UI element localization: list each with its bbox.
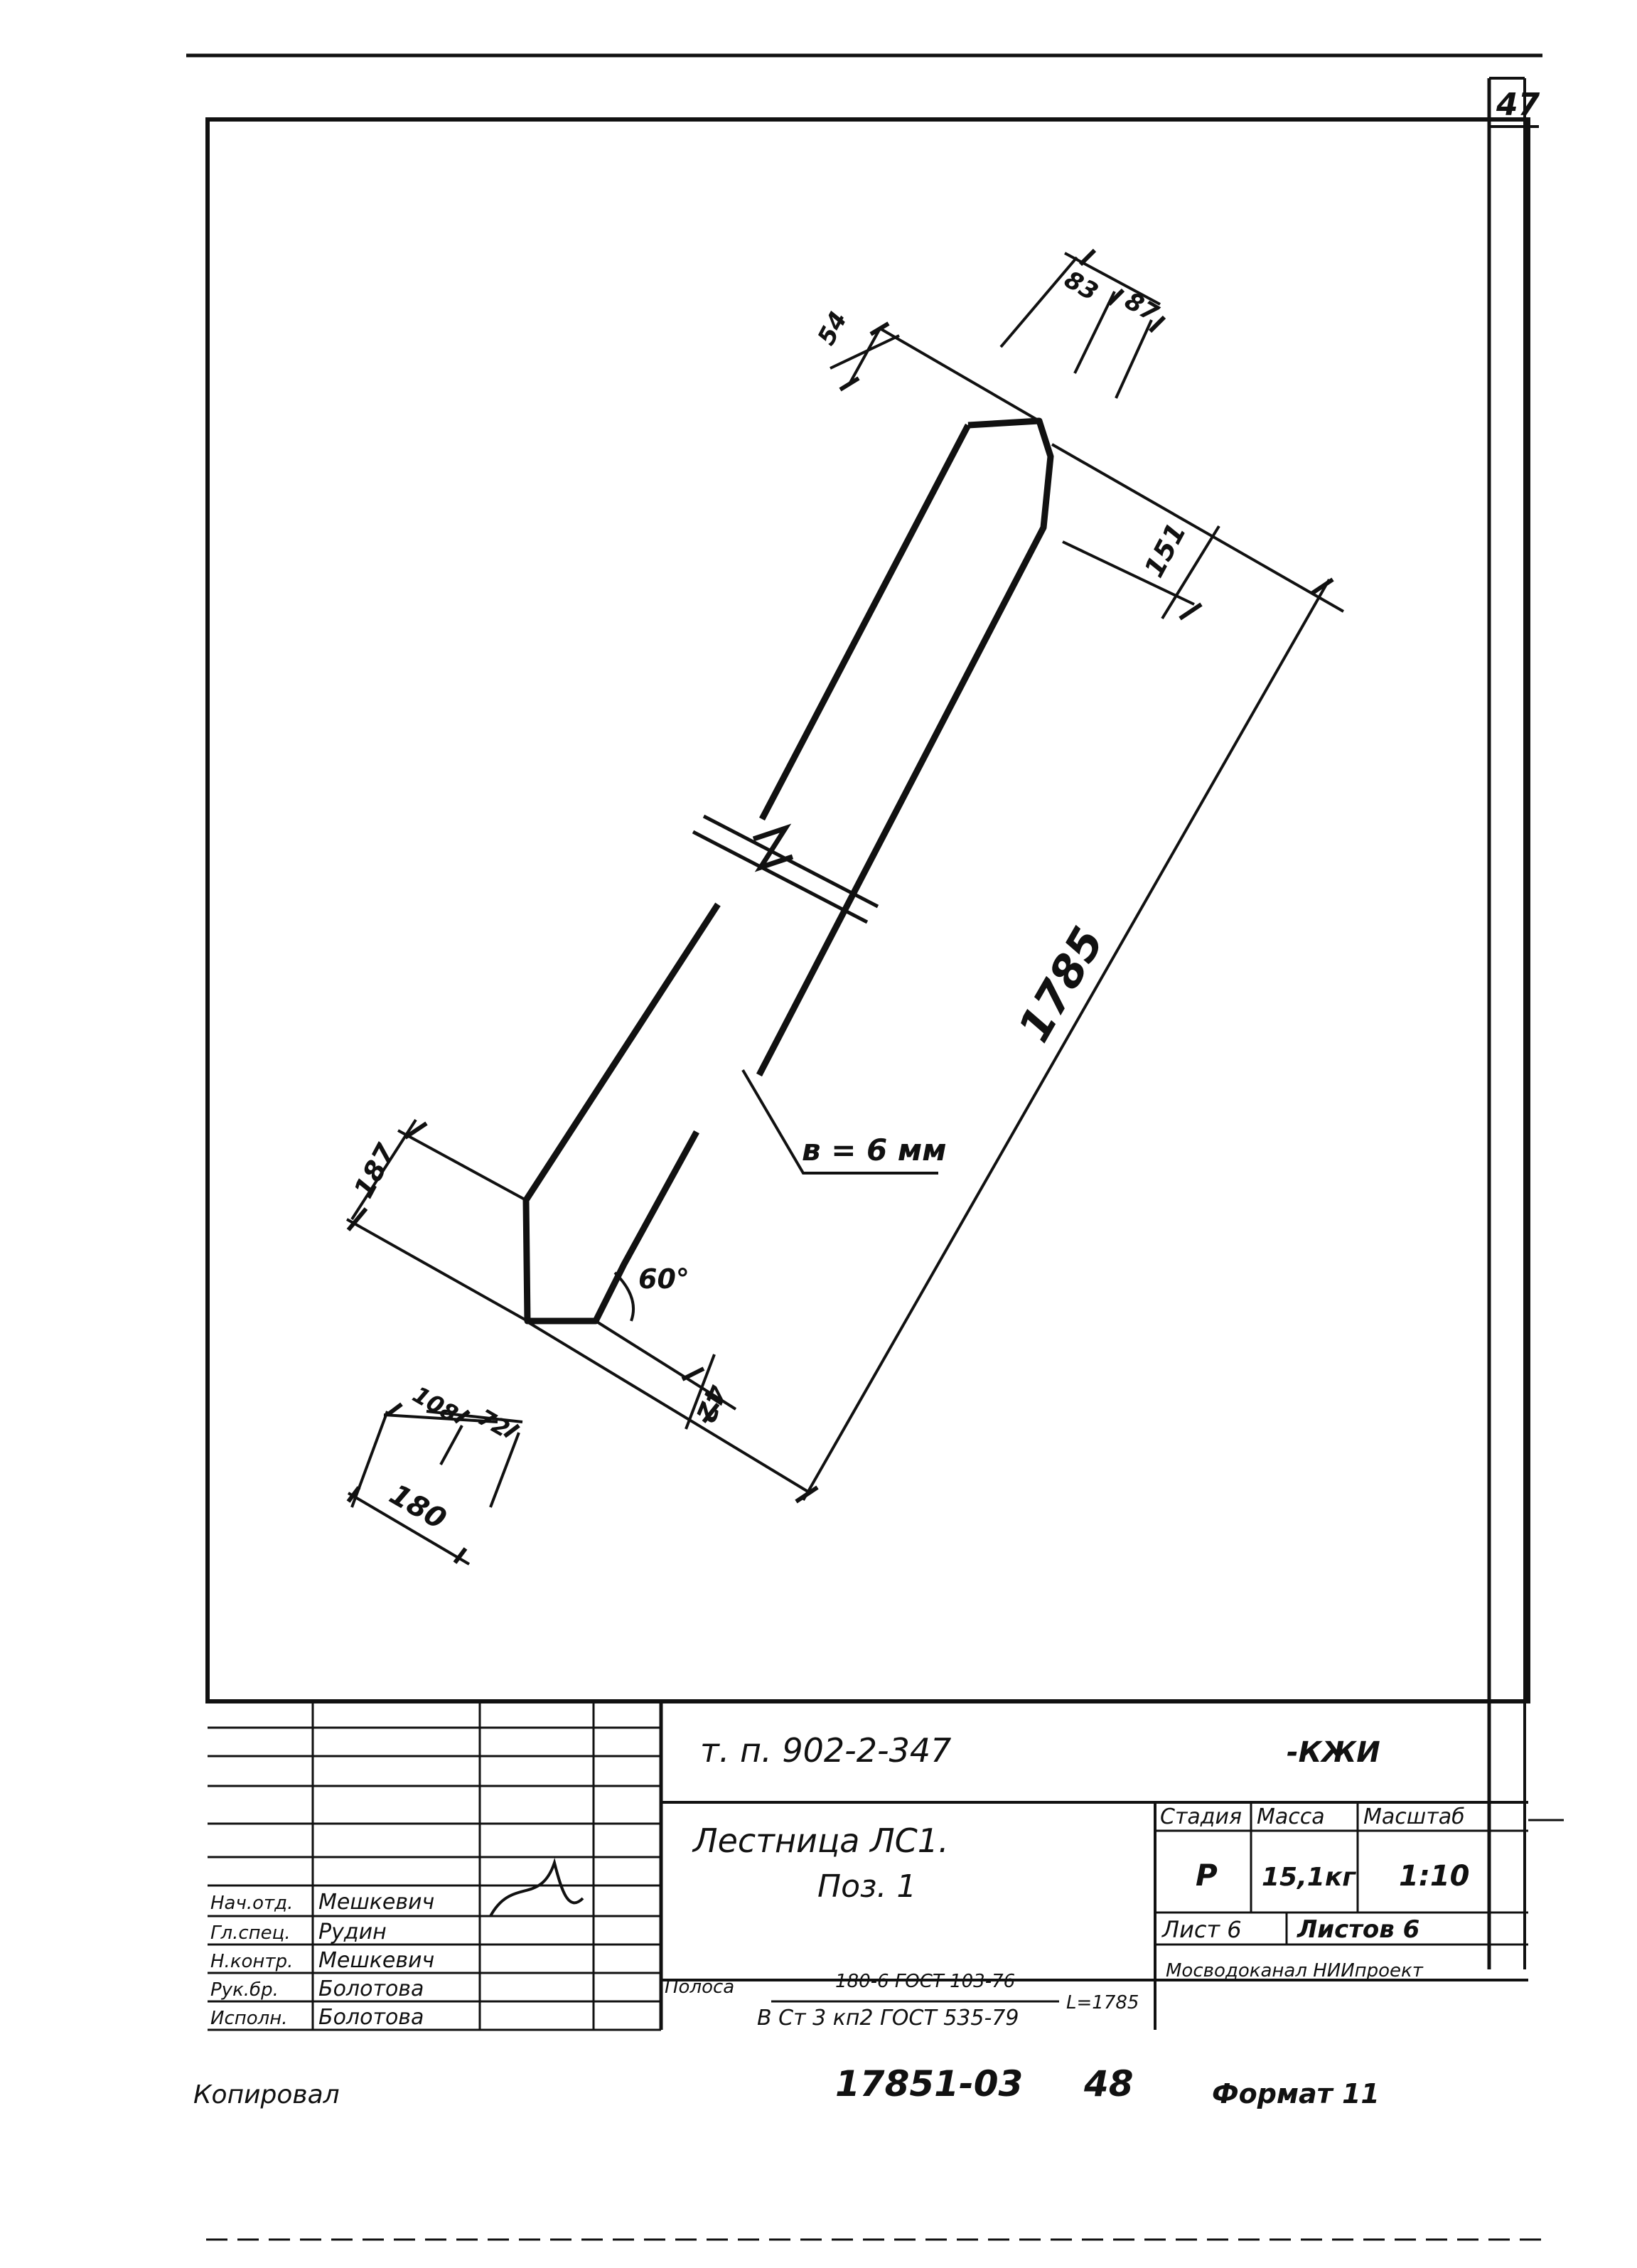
sheets-label: Листов 6	[1297, 1915, 1419, 1944]
dim-151: 151	[1138, 518, 1192, 583]
angle-60: 60°	[638, 1263, 689, 1295]
ladder-part-outline	[522, 417, 1054, 1325]
sheet-number: 47	[1496, 87, 1540, 123]
staff-role: Нач.отд.	[210, 1893, 293, 1914]
staff-role: Рук.бр.	[210, 1979, 279, 2001]
footer: Копировал 17851-03 48 Формат 11	[193, 2063, 1380, 2109]
material-prefix: Полоса	[665, 1977, 734, 1998]
dimension-labels: 54 83 87 151 1785 187 42 108 72 180 60° …	[348, 265, 1192, 1536]
copied-label: Копировал	[193, 2080, 340, 2109]
mass-value: 15,1кг	[1262, 1863, 1356, 1892]
part-name: Лестница ЛС1.	[692, 1822, 949, 1860]
scale-value: 1:10	[1399, 1860, 1470, 1893]
organization: Мосводоканал НИИпроект	[1166, 1960, 1424, 1981]
material-spec-bottom: В Ст 3 кп2 ГОСТ 535-79	[757, 2006, 1019, 2031]
mass-header: Масса	[1257, 1804, 1325, 1829]
position-number: Поз. 1	[817, 1868, 916, 1905]
title-block-grid	[208, 1699, 1528, 2031]
dim-72: 72	[473, 1403, 515, 1443]
dimension-lines	[346, 252, 1344, 1566]
document-number: 17851-03	[835, 2063, 1023, 2104]
dimension-ticks	[346, 248, 1334, 1564]
dim-54: 54	[812, 307, 854, 351]
stage-header: Стадия	[1160, 1804, 1242, 1829]
document-mark: -КЖИ	[1287, 1736, 1380, 1769]
staff-name: Болотова	[318, 2005, 424, 2030]
material-spec-top: 180-6 ГОСТ 103-76	[835, 1971, 1015, 1992]
break-line-symbol	[692, 814, 879, 924]
staff-role: Исполн.	[210, 2008, 288, 2029]
sheet-label: Лист 6	[1161, 1916, 1242, 1943]
format-label: Формат 11	[1212, 2078, 1380, 2109]
staff-name: Рудин	[318, 1920, 387, 1945]
stage-value: Р	[1196, 1858, 1218, 1893]
material-length: L=1785	[1066, 1992, 1139, 2013]
staff-name: Мешкевич	[318, 1948, 434, 1973]
staff-name: Мешкевич	[318, 1890, 434, 1915]
staff-role: Гл.спец.	[210, 1922, 291, 1944]
scale-header: Масштаб	[1363, 1804, 1465, 1829]
thickness-note: в = 6 мм	[802, 1133, 947, 1167]
project-code: т. п. 902-2-347	[700, 1731, 951, 1770]
dim-42: 42	[689, 1380, 733, 1427]
page-number: 48	[1083, 2063, 1134, 2104]
title-block: т. п. 902-2-347 -КЖИ Лестница ЛС1. Поз. …	[210, 1731, 1470, 2031]
dim-187: 187	[348, 1138, 402, 1203]
staff-rows: Нач.отд. Мешкевич Гл.спец. Рудин Н.контр…	[210, 1890, 434, 2030]
staff-role: Н.контр.	[210, 1951, 293, 1972]
staff-name: Болотова	[318, 1977, 424, 2001]
dim-180: 180	[384, 1478, 451, 1536]
